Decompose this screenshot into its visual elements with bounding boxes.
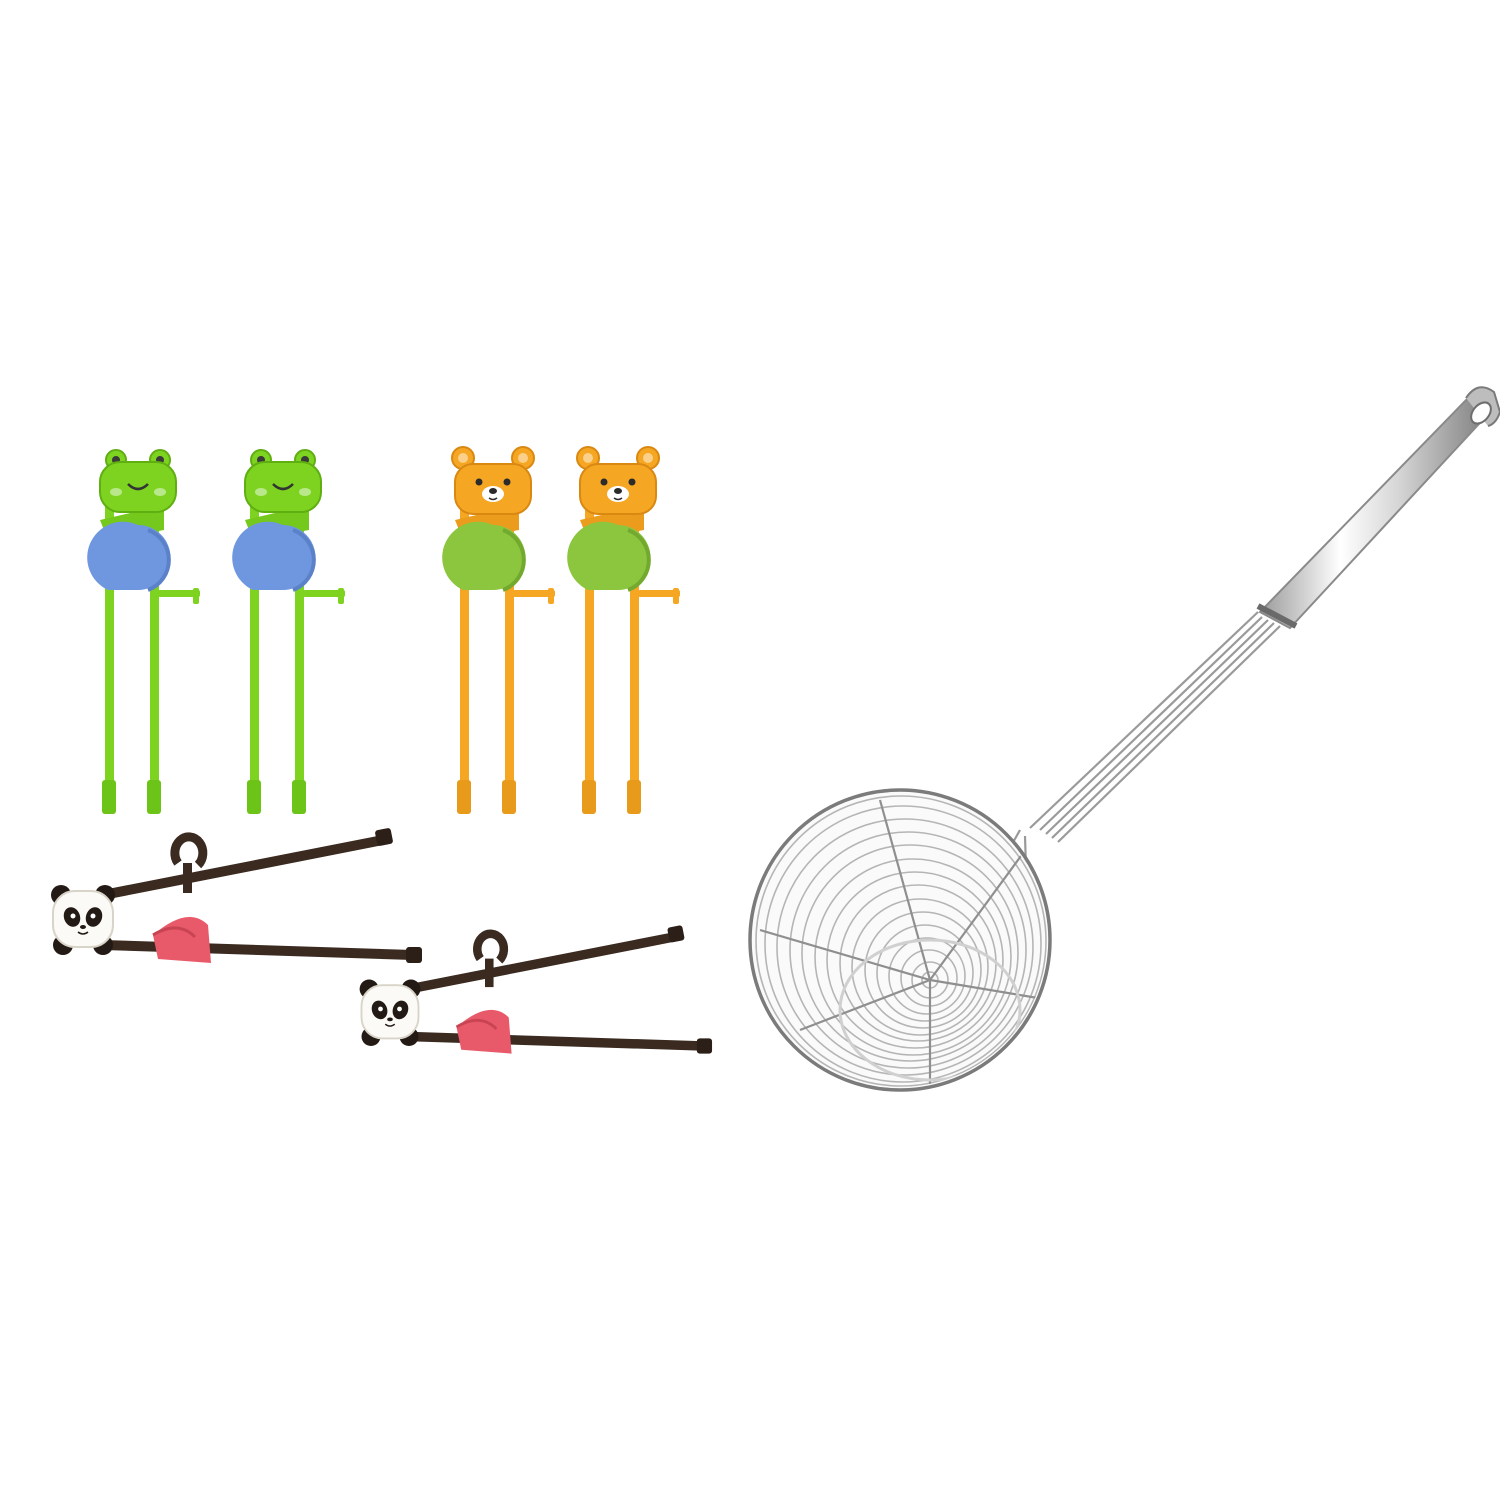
strainer-basket [748, 788, 1052, 1092]
strainer-handle [1256, 386, 1500, 630]
spider-strainer [748, 386, 1500, 1092]
